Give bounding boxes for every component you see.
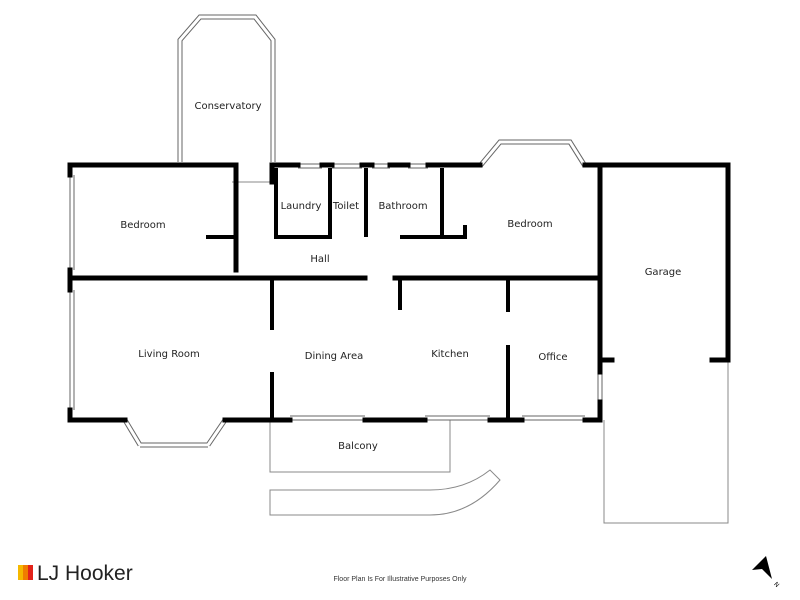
room-label-bedroom: Bedroom <box>120 220 165 231</box>
room-label-hall: Hall <box>310 254 329 265</box>
room-label-bedroom-2: Bedroom <box>507 219 552 230</box>
north-arrow-icon: N <box>752 556 780 589</box>
room-label-kitchen: Kitchen <box>431 349 469 360</box>
conservatory-windows <box>177 14 276 162</box>
room-label-balcony: Balcony <box>338 441 378 452</box>
brand-logo: LJ Hooker <box>18 562 133 585</box>
outdoor-outlines <box>232 181 729 524</box>
room-label-conservatory: Conservatory <box>194 101 261 112</box>
room-label-office: Office <box>538 352 567 363</box>
walls <box>67 162 731 423</box>
room-label-toilet: Toilet <box>332 201 359 212</box>
logo-bar-red <box>28 565 33 580</box>
room-label-living-room: Living Room <box>138 349 199 360</box>
logo-bar-orange <box>23 565 28 580</box>
room-label-dining-area: Dining Area <box>305 351 363 362</box>
room-label-bathroom: Bathroom <box>378 201 427 212</box>
windows <box>69 139 603 448</box>
brand-name: LJ Hooker <box>37 562 133 585</box>
room-label-laundry: Laundry <box>281 201 322 212</box>
room-label-garage: Garage <box>645 267 682 278</box>
north-label: N <box>772 581 780 589</box>
logo-bar-yellow <box>18 565 23 580</box>
disclaimer: Floor Plan Is For Illustrative Purposes … <box>333 576 467 583</box>
